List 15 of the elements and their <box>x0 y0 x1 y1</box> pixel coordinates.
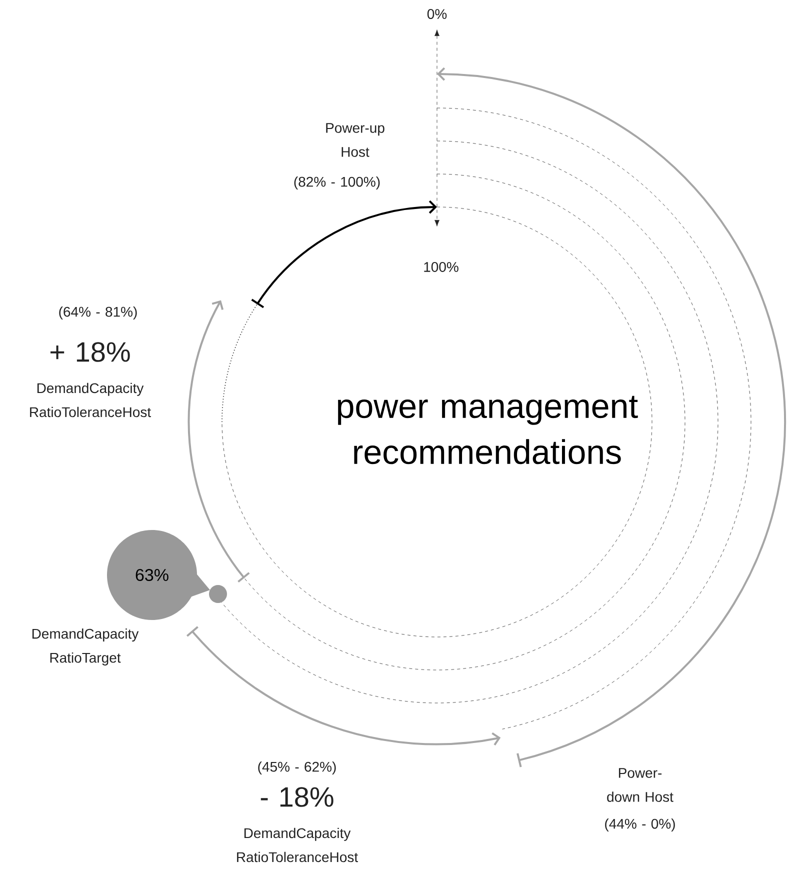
action-label: Power-down Host <box>607 768 674 802</box>
delta-label: - 18% <box>260 787 334 807</box>
callout-bubble: 63% <box>107 530 227 620</box>
range-label: (64% - 81%) <box>59 306 137 320</box>
axis-label: 100% <box>424 262 458 272</box>
range-label: (44% - 0%) <box>605 818 675 832</box>
action-label: Power-up Host <box>326 123 384 157</box>
delta-label: + 18% <box>50 342 130 362</box>
axis-label: 0% <box>427 9 447 19</box>
parameter-label: DemandCapacity RatioToleranceHost <box>30 382 151 418</box>
caption-text: DemandCapacity RatioTarget <box>32 628 139 666</box>
parameter-label: DemandCapacity RatioToleranceHost <box>237 828 358 862</box>
center-title: power management recommendations <box>338 396 638 464</box>
range-label: (45% - 62%) <box>258 761 336 775</box>
range-label: (82% - 100%) <box>294 176 380 190</box>
